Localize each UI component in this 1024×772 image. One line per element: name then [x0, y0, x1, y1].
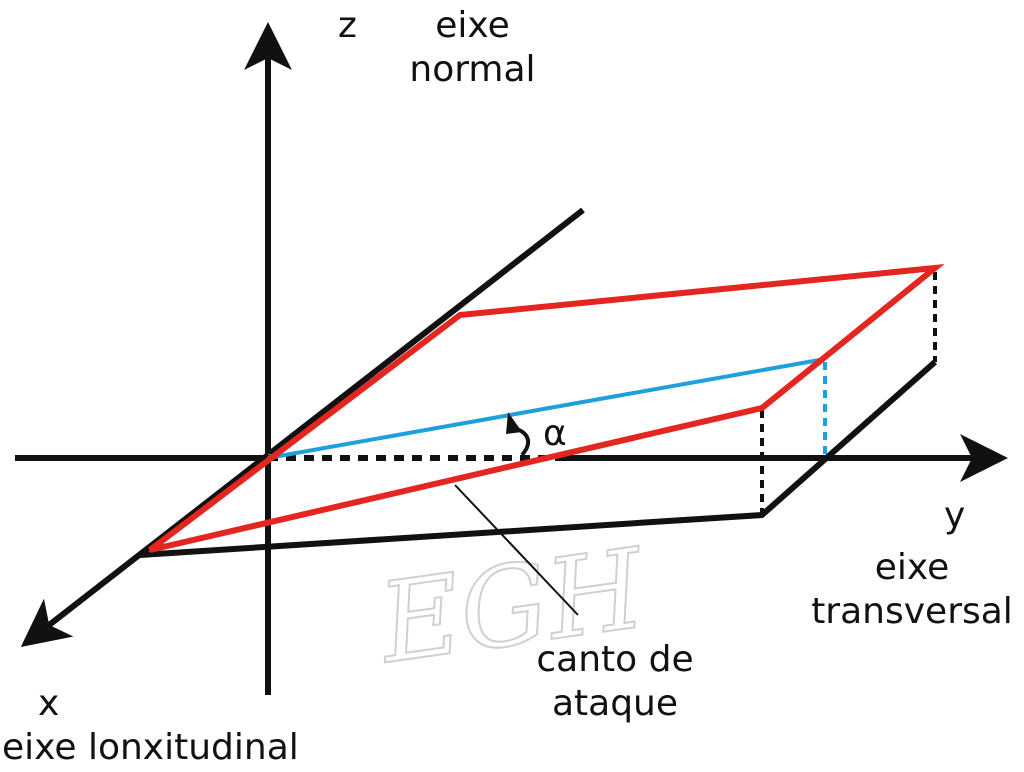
leading-edge-label: canto de ataque [520, 638, 710, 726]
angle-label: α [543, 413, 567, 454]
z-name-line1: eixe [435, 5, 510, 46]
y-name-line1: eixe [874, 547, 950, 588]
x-axis-label: x [38, 683, 60, 724]
x-axis-name: eixe lonxitudinal [2, 727, 299, 768]
angle-arrowhead [506, 412, 522, 434]
y-axis-name: eixe transversal [800, 546, 1024, 634]
y-axis-label: y [944, 495, 966, 536]
chord-line [267, 357, 826, 460]
x-axis [20, 207, 585, 648]
leading-edge-line2: ataque [551, 683, 679, 724]
y-name-line2: transversal [811, 591, 1013, 632]
z-axis-name: eixe normal [400, 4, 545, 92]
z-name-line2: normal [409, 49, 536, 90]
leading-edge-line1: canto de [536, 639, 694, 680]
z-axis-label: z [338, 5, 357, 46]
wing-outline [148, 264, 945, 553]
leading-edge-leader [454, 484, 579, 616]
